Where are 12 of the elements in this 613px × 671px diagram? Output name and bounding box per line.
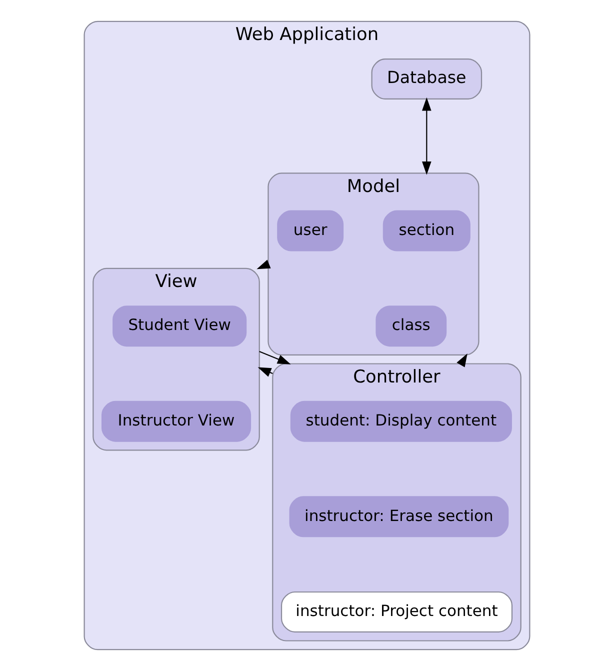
node-box: Student View — [112, 306, 246, 347]
node-box: section — [382, 210, 470, 252]
node-box: instructor: Project content — [280, 591, 512, 632]
arrow — [258, 350, 290, 364]
node-box: Instructor View — [100, 400, 251, 442]
node-box: class — [375, 306, 446, 347]
arrow — [257, 367, 272, 377]
arrow — [422, 97, 431, 175]
node-box: Database — [370, 58, 482, 100]
node-box: user — [276, 210, 344, 252]
node-box: student: Display content — [290, 400, 512, 442]
node-box: instructor: Erase section — [288, 496, 508, 538]
